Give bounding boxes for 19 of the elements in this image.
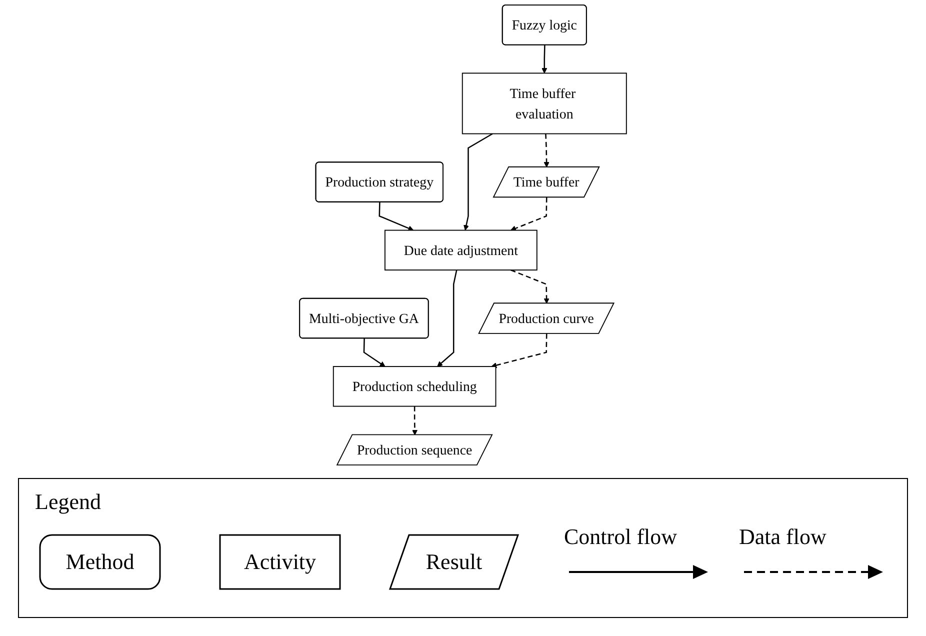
method-sample: Method (39, 534, 161, 590)
arrow (464, 133, 493, 231)
result-sample: Result (389, 534, 519, 590)
arrow (542, 45, 548, 74)
legend-text: Control flow (564, 524, 678, 550)
legend-title: Legend (35, 489, 101, 515)
arrow (412, 406, 418, 436)
legend-text: Data flow (739, 524, 826, 550)
arrow (378, 202, 414, 231)
arrow (510, 197, 548, 231)
arrow (491, 334, 548, 368)
node-box: Due date adjustment (384, 230, 538, 270)
arrow (363, 338, 386, 367)
activity-sample: Activity (219, 534, 341, 590)
arrow (437, 270, 458, 367)
node-box: Production scheduling (332, 366, 496, 407)
arrow (544, 134, 550, 168)
node-box: Time buffer evaluation (462, 72, 627, 134)
arrow (510, 269, 550, 304)
